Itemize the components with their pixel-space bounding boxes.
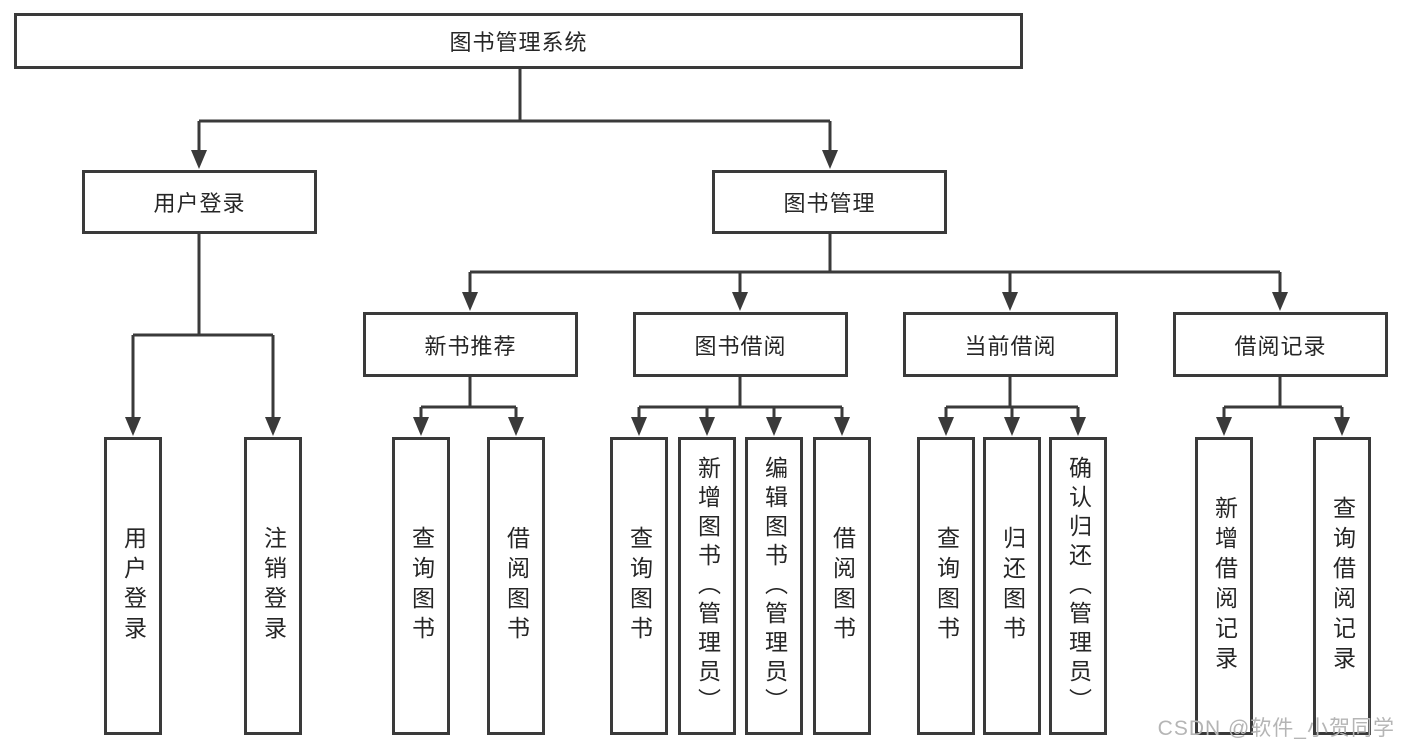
node-borrow-records-label: 借阅记录 <box>1234 333 1327 359</box>
csdn-watermark: CSDN @软件_小贺同学 <box>1157 717 1395 740</box>
node-user-login-label: 用户登录 <box>153 191 246 216</box>
leaf-add-books-admin-label: 新增图书（管理员） <box>694 455 721 717</box>
leaf-query-books-2-label: 查询图书 <box>626 526 653 646</box>
arrowhead <box>265 417 281 436</box>
node-new-book-recommend-label: 新书推荐 <box>424 333 517 359</box>
arrowhead <box>462 292 478 311</box>
leaf-query-books-1-label: 查询图书 <box>408 526 435 646</box>
connector-borrow-to-leaves <box>637 377 844 418</box>
node-borrow-records: 借阅记录 <box>1173 312 1388 377</box>
connector-newbook-to-leaves <box>419 377 518 418</box>
leaf-confirm-return-admin-label: 确认归还（管理员） <box>1065 455 1092 717</box>
arrowhead <box>508 417 524 436</box>
leaf-confirm-return-admin: 确认归还（管理员） <box>1049 437 1107 735</box>
node-root-label: 图书管理系统 <box>449 30 588 55</box>
arrowhead <box>125 417 141 436</box>
arrowhead <box>938 417 954 436</box>
connector-records-to-leaves <box>1222 377 1344 418</box>
node-book-management: 图书管理 <box>712 170 947 234</box>
leaf-edit-books-admin-label: 编辑图书（管理员） <box>761 455 788 717</box>
node-book-borrow-label: 图书借阅 <box>694 333 787 359</box>
leaf-return-books-label: 归还图书 <box>999 526 1026 646</box>
arrowhead <box>1216 417 1232 436</box>
node-root: 图书管理系统 <box>14 13 1023 69</box>
leaf-logout: 注销登录 <box>244 437 302 735</box>
arrowhead <box>699 417 715 436</box>
leaf-borrow-books-2: 借阅图书 <box>813 437 871 735</box>
arrowhead <box>1004 417 1020 436</box>
leaf-add-books-admin: 新增图书（管理员） <box>678 437 736 735</box>
leaf-user-login-label: 用户登录 <box>120 526 147 646</box>
arrowhead <box>834 417 850 436</box>
arrowhead <box>1334 417 1350 436</box>
leaf-return-books: 归还图书 <box>983 437 1041 735</box>
arrowhead <box>1002 292 1018 311</box>
arrowhead <box>822 150 838 169</box>
connector-userlogin-to-leaves <box>131 234 275 418</box>
leaf-add-borrow-record-label: 新增借阅记录 <box>1211 496 1238 676</box>
leaf-user-login: 用户登录 <box>104 437 162 735</box>
arrowhead <box>1070 417 1086 436</box>
connector-root-to-level1 <box>197 68 832 151</box>
leaf-edit-books-admin: 编辑图书（管理员） <box>745 437 803 735</box>
connector-bookmgmt-to-level2 <box>468 234 1282 293</box>
leaf-borrow-books-2-label: 借阅图书 <box>829 526 856 646</box>
leaf-query-books-3-label: 查询图书 <box>933 526 960 646</box>
arrowhead <box>1272 292 1288 311</box>
leaf-query-borrow-record-label: 查询借阅记录 <box>1329 496 1356 676</box>
leaf-borrow-books-1: 借阅图书 <box>487 437 545 735</box>
arrowhead <box>631 417 647 436</box>
node-user-login: 用户登录 <box>82 170 317 234</box>
leaf-logout-label: 注销登录 <box>260 526 287 646</box>
leaf-add-borrow-record: 新增借阅记录 <box>1195 437 1253 735</box>
node-current-borrow: 当前借阅 <box>903 312 1118 377</box>
node-new-book-recommend: 新书推荐 <box>363 312 578 377</box>
leaf-query-books-3: 查询图书 <box>917 437 975 735</box>
leaf-query-books-1: 查询图书 <box>392 437 450 735</box>
leaf-query-borrow-record: 查询借阅记录 <box>1313 437 1371 735</box>
arrowhead <box>766 417 782 436</box>
node-book-borrow: 图书借阅 <box>633 312 848 377</box>
arrowhead <box>413 417 429 436</box>
leaf-borrow-books-1-label: 借阅图书 <box>503 526 530 646</box>
node-current-borrow-label: 当前借阅 <box>964 333 1057 359</box>
arrowhead <box>191 150 207 169</box>
connector-current-to-leaves <box>944 377 1080 418</box>
node-book-management-label: 图书管理 <box>783 191 876 216</box>
leaf-query-books-2: 查询图书 <box>610 437 668 735</box>
arrowhead <box>732 292 748 311</box>
